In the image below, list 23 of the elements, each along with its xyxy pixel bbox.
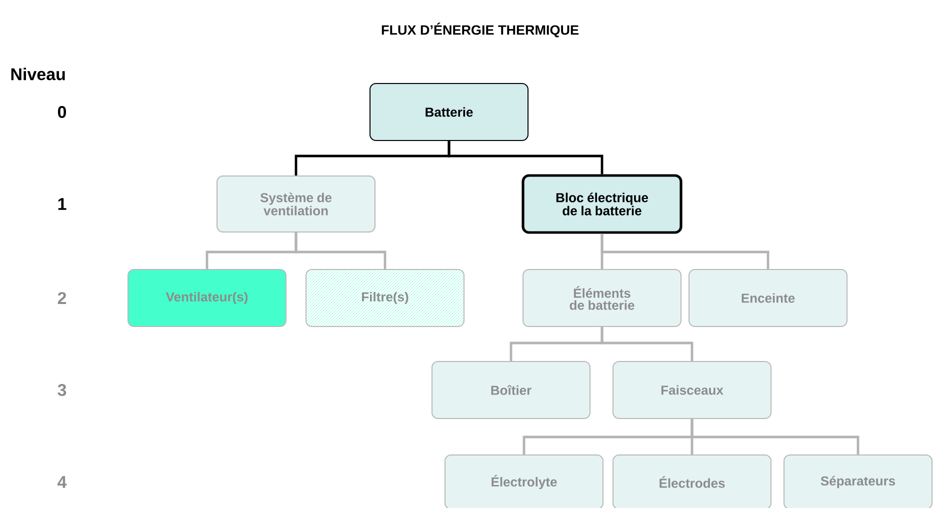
- tree-box: Électrodes: [612, 454, 772, 508]
- level-heading: Niveau: [11, 68, 65, 80]
- tree-box: Batterie: [370, 83, 528, 141]
- tree-box: Boîtier: [432, 361, 590, 419]
- connector: [690, 419, 860, 454]
- connector: [600, 327, 694, 361]
- tree-box: Séparateurs: [784, 454, 933, 508]
- tree-box: Système de ventilation: [216, 176, 376, 232]
- connector: [294, 232, 386, 269]
- tree-box: Bloc électrique de la batterie: [522, 174, 682, 234]
- connector: [600, 234, 770, 269]
- level-number: 0: [58, 106, 66, 118]
- level-number: 4: [58, 476, 67, 488]
- tree-box: Électrolyte: [444, 454, 604, 508]
- tree-box: Enceinte: [688, 269, 848, 327]
- tree-box: Ventilateur(s): [128, 269, 286, 327]
- connector: [448, 141, 604, 174]
- tree-box: Faisceaux: [612, 361, 772, 419]
- title: FLUX D’ÉNERGIE THERMIQUE: [382, 22, 578, 38]
- level-number: 2: [58, 292, 66, 304]
- level-number: 3: [58, 384, 66, 396]
- level-number: 1: [58, 198, 66, 210]
- tree-box: Éléments de batterie: [522, 269, 682, 327]
